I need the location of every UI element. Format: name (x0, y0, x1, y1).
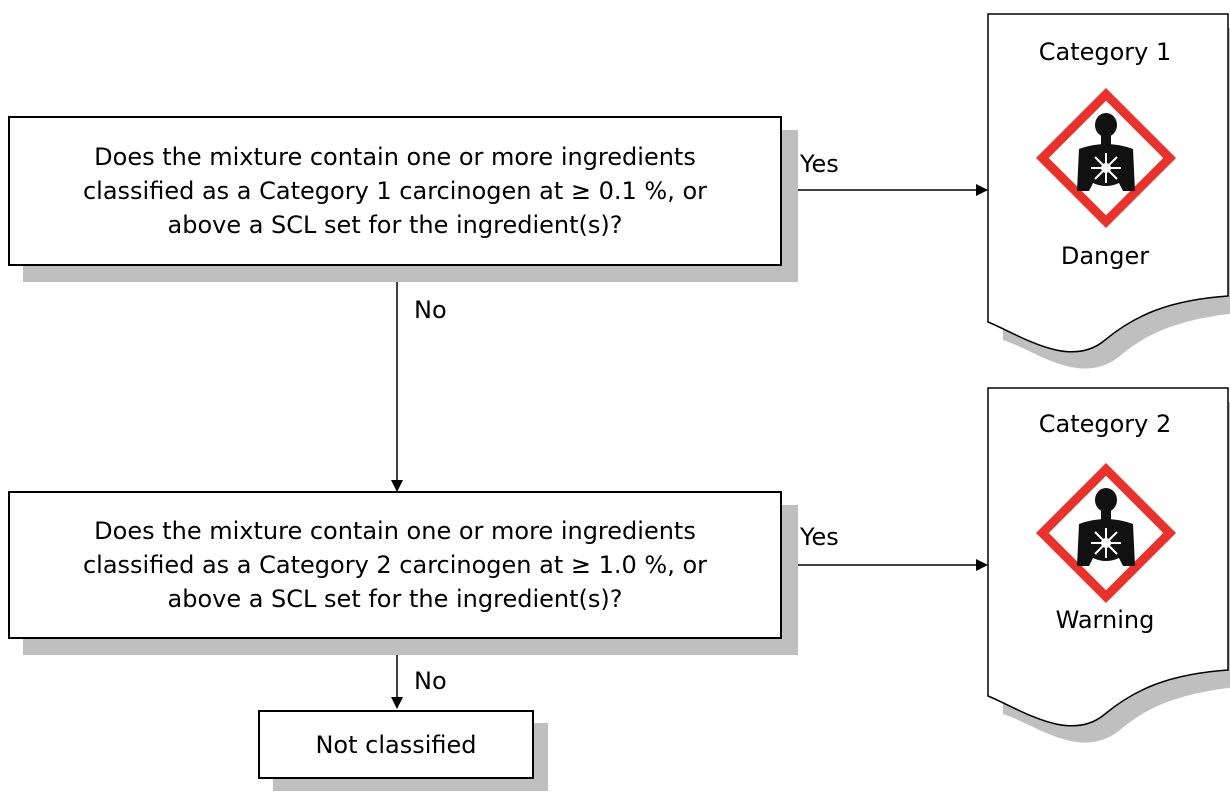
question2-line2: classified as a Category 2 carcinogen at… (82, 551, 708, 579)
result1-category: Category 1 (1038, 38, 1172, 66)
result2-signal-word: Warning (1055, 606, 1155, 634)
question2-line3: above a SCL set for the ingredient(s)? (167, 585, 623, 613)
yes2-label: Yes (800, 523, 839, 551)
question1-line2: classified as a Category 1 carcinogen at… (82, 177, 708, 205)
no2-label: No (414, 667, 447, 695)
not-classified-label: Not classified (315, 730, 477, 759)
result2-category: Category 2 (1038, 410, 1172, 438)
question1-line1: Does the mixture contain one or more ing… (94, 143, 696, 171)
health-hazard-icon (1035, 87, 1177, 229)
no1-label: No (414, 296, 447, 324)
result1-signal-word: Danger (1060, 242, 1150, 270)
question2-box: Does the mixture contain one or more ing… (8, 491, 782, 639)
question2-line1: Does the mixture contain one or more ing… (94, 517, 696, 545)
question1-line3: above a SCL set for the ingredient(s)? (167, 211, 623, 239)
not-classified-box: Not classified (258, 710, 534, 779)
question1-box: Does the mixture contain one or more ing… (8, 116, 782, 266)
yes1-label: Yes (800, 150, 839, 178)
health-hazard-icon (1035, 462, 1177, 604)
